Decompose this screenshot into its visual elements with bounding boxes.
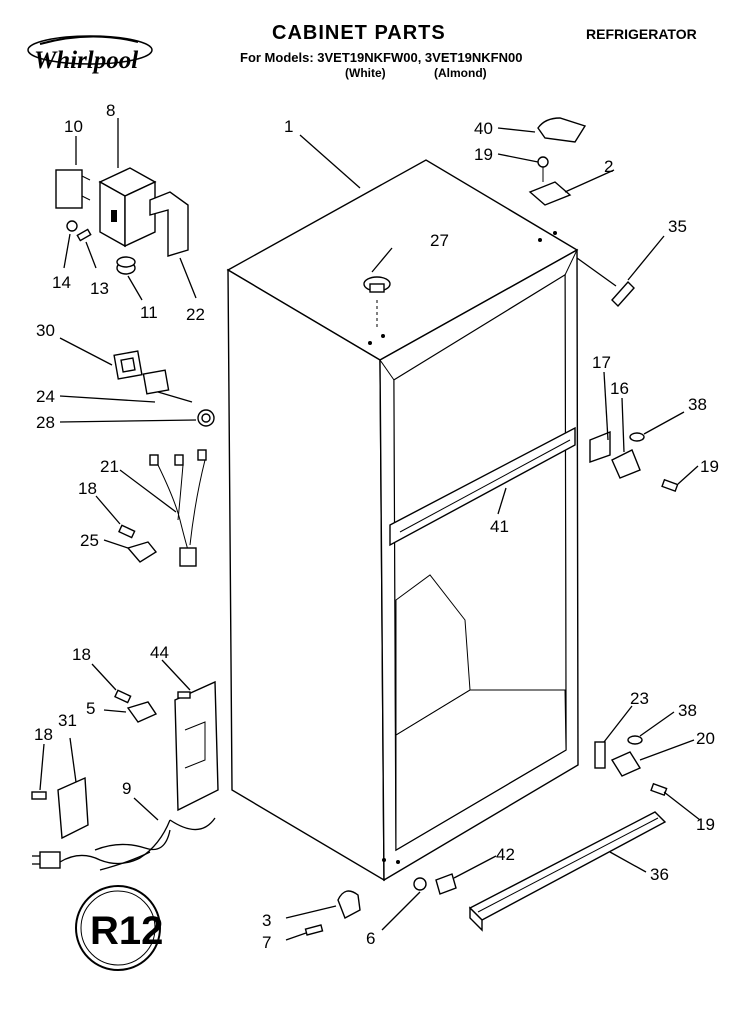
part-6-screw [413,877,427,891]
color-white-label: (White) [345,66,386,80]
part-28-knob [197,409,215,427]
part-42-leveler [435,873,457,895]
callout-5: 5 [86,699,95,718]
part-23-shim [594,741,606,769]
callout-38-upper: 38 [688,395,707,414]
r12-badge: R12 [75,885,163,971]
page-title: CABINET PARTS [272,22,446,44]
cabinet-shell [226,159,579,882]
part-20-bottom-hinge [610,751,642,777]
callout-labels: 1 2 3 5 6 7 8 9 10 11 13 14 16 17 18 18 … [34,101,719,952]
part-22-bracket [149,191,189,257]
callout-42: 42 [496,845,515,864]
callout-6: 6 [366,929,375,948]
svg-text:Whirlpool: Whirlpool [34,47,138,74]
part-19-screw-lower [650,782,668,797]
callout-13: 13 [90,279,109,298]
part-31-cover [57,776,89,840]
callout-23: 23 [630,689,649,708]
part-18-screw-upper [118,524,136,539]
part-27-plug [363,276,391,328]
callout-22: 22 [186,305,205,324]
callout-40: 40 [474,119,493,138]
callout-35: 35 [668,217,687,236]
callout-16: 16 [610,379,629,398]
callout-31: 31 [58,711,77,730]
callout-18-upper: 18 [78,479,97,498]
part-14-screw [66,220,78,232]
callout-19-top: 19 [474,145,493,164]
whirlpool-logo: Whirlpool [27,35,153,74]
models-line: For Models: 3VET19NKFW00, 3VET19NKFN00 [240,50,523,65]
callout-3: 3 [262,911,271,930]
callout-44: 44 [150,643,169,662]
callout-27: 27 [430,231,449,250]
callout-17: 17 [592,353,611,372]
part-38-washer-lower [627,735,643,745]
callout-18-middle: 18 [72,645,91,664]
part-5-clamp [126,701,158,723]
callout-30: 30 [36,321,55,340]
part-24-thermostat [142,369,193,403]
part-18-screw-middle [114,689,132,704]
part-7-pin [304,924,324,936]
part-38-washer-upper [629,432,645,442]
part-36-toe-grille [468,811,667,932]
r12-text: R12 [90,909,163,953]
callout-41: 41 [490,517,509,536]
callout-7: 7 [262,933,271,952]
part-10-relay-cover [55,169,91,209]
callout-25: 25 [80,531,99,550]
part-25-clamp [126,541,158,563]
callout-36: 36 [650,865,669,884]
callout-9: 9 [122,779,131,798]
part-44-bracket [174,680,219,812]
part-30-seal [113,350,143,380]
category-label: REFRIGERATOR [586,26,697,42]
callout-14: 14 [52,273,71,292]
part-18-screw-lower [31,791,47,800]
part-19-screw-mid [661,478,679,493]
callout-18-lower: 18 [34,725,53,744]
part-35-hinge-pin [611,280,635,308]
callout-1: 1 [284,117,293,136]
part-2-top-hinge [528,181,572,206]
part-3-roller [337,890,361,919]
callout-2: 2 [604,157,613,176]
part-11-grommet [116,256,136,275]
callout-8: 8 [106,101,115,120]
callout-10: 10 [64,117,83,136]
part-16-center-hinge [611,449,641,479]
callout-28: 28 [36,413,55,432]
part-8-control-box [98,167,157,248]
callout-20: 20 [696,729,715,748]
callout-19-lower: 19 [696,815,715,834]
callout-19-mid: 19 [700,457,719,476]
callout-38-lower: 38 [678,701,697,720]
part-17-shim [589,430,611,463]
callout-11: 11 [140,303,158,322]
leader-lines [39,118,701,941]
part-40-hinge-cap [537,117,587,143]
callout-21: 21 [100,457,119,476]
part-21-wire-harness [149,449,207,567]
color-almond-label: (Almond) [434,66,487,80]
part-9-power-cord [32,817,216,871]
part-13-screw [76,228,92,242]
part-19-screw-top [537,156,549,182]
callout-24: 24 [36,387,55,406]
